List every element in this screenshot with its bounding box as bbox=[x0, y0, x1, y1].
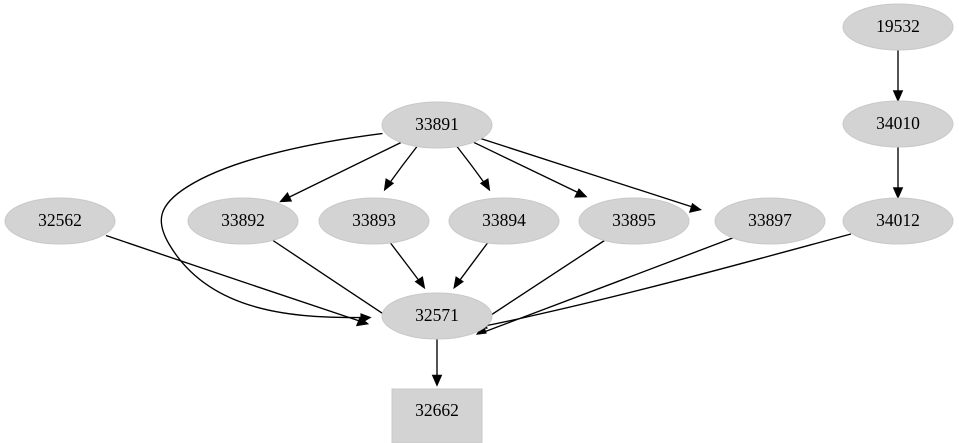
node-shape-ellipse[interactable] bbox=[448, 197, 560, 245]
node-shape-ellipse[interactable] bbox=[842, 197, 954, 245]
node-32562[interactable]: 32562 bbox=[4, 197, 116, 245]
node-33892[interactable]: 33892 bbox=[187, 197, 299, 245]
node-shape-ellipse[interactable] bbox=[842, 3, 954, 51]
node-shape-ellipse[interactable] bbox=[381, 101, 493, 149]
node-shape-ellipse[interactable] bbox=[4, 197, 116, 245]
edge-33891-33895[interactable] bbox=[473, 141, 588, 198]
nodes-layer: 19532 34010 34012 33891 32562 33892 bbox=[4, 3, 954, 443]
node-shape-ellipse[interactable] bbox=[318, 197, 430, 245]
node-33891[interactable]: 33891 bbox=[381, 101, 493, 149]
node-34010[interactable]: 34010 bbox=[842, 100, 954, 148]
node-32662[interactable]: 32662 bbox=[391, 388, 483, 443]
edge-33892-32571[interactable] bbox=[272, 239, 399, 324]
node-33894[interactable]: 33894 bbox=[448, 197, 560, 245]
node-shape-ellipse[interactable] bbox=[187, 197, 299, 245]
edge-32571-32662[interactable] bbox=[431, 339, 443, 387]
edge-33891-33894[interactable] bbox=[456, 146, 491, 192]
node-34012[interactable]: 34012 bbox=[842, 197, 954, 245]
node-33897[interactable]: 33897 bbox=[714, 197, 826, 245]
node-shape-ellipse[interactable] bbox=[381, 292, 493, 340]
edge-32562-32571[interactable] bbox=[105, 234, 370, 327]
edge-33891-33892[interactable] bbox=[279, 141, 402, 203]
edge-33891-33897[interactable] bbox=[478, 137, 702, 213]
node-shape-ellipse[interactable] bbox=[714, 197, 826, 245]
node-33893[interactable]: 33893 bbox=[318, 197, 430, 245]
node-33895[interactable]: 33895 bbox=[578, 197, 690, 245]
edge-33895-32571[interactable] bbox=[477, 239, 605, 324]
edge-34010-34012[interactable] bbox=[892, 147, 904, 200]
edge-34012-32571[interactable] bbox=[476, 233, 852, 329]
edge-19532-34010[interactable] bbox=[892, 50, 904, 103]
node-shape-ellipse[interactable] bbox=[578, 197, 690, 245]
edge-33893-32571[interactable] bbox=[388, 240, 426, 290]
edge-33894-32571[interactable] bbox=[453, 240, 490, 290]
node-19532[interactable]: 19532 bbox=[842, 3, 954, 51]
node-shape-ellipse[interactable] bbox=[842, 100, 954, 148]
edge-33891-33893[interactable] bbox=[383, 146, 418, 192]
node-shape-box[interactable] bbox=[391, 388, 483, 443]
node-32571[interactable]: 32571 bbox=[381, 292, 493, 340]
